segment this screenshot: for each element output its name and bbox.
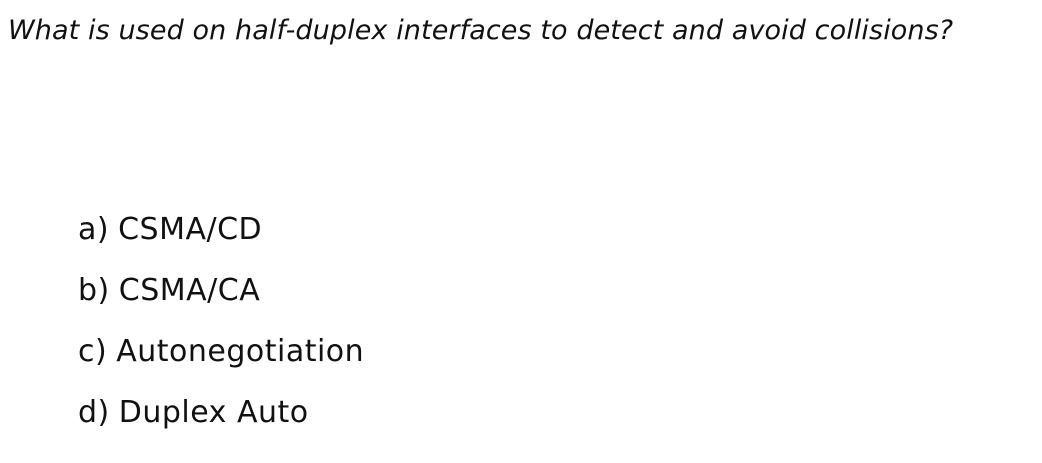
answer-option-b: b)CSMA/CA — [78, 271, 364, 332]
option-letter: b) — [78, 273, 110, 308]
answer-option-d: d)Duplex Auto — [78, 393, 364, 454]
option-text: Autonegotiation — [116, 334, 365, 369]
answer-option-c: c)Autonegotiation — [78, 332, 364, 393]
answer-options-list: a)CSMA/CD b)CSMA/CA c)Autonegotiation d)… — [78, 210, 364, 454]
option-letter: c) — [78, 334, 108, 369]
question-text: What is used on half-duplex interfaces t… — [8, 15, 954, 46]
answer-option-a: a)CSMA/CD — [78, 210, 364, 271]
option-letter: d) — [78, 395, 110, 430]
option-text: Duplex Auto — [118, 395, 309, 430]
option-letter: a) — [78, 212, 110, 247]
option-text: CSMA/CA — [118, 273, 261, 308]
option-text: CSMA/CD — [118, 212, 263, 247]
